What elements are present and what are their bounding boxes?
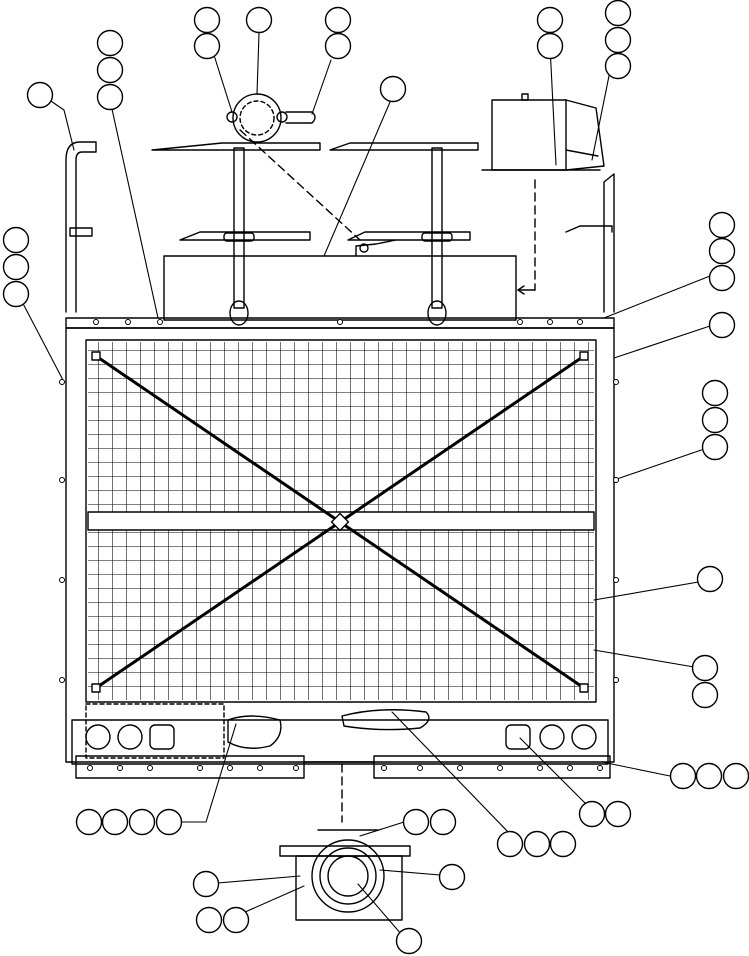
upper-bracket-right (330, 143, 478, 325)
overflow-pipe (66, 142, 96, 312)
right-side-post (566, 174, 614, 312)
skid-rail-right (374, 756, 610, 778)
radiator-frame (66, 318, 614, 764)
skid-rail-left (76, 756, 304, 778)
bottom-openings (86, 725, 596, 749)
upper-bracket-left (152, 143, 320, 325)
expansion-tank (482, 94, 604, 294)
fastener-dots (60, 320, 619, 771)
fan-pulley-assembly (280, 830, 410, 920)
callout-circles (4, 1, 749, 954)
top-tank (164, 240, 516, 320)
